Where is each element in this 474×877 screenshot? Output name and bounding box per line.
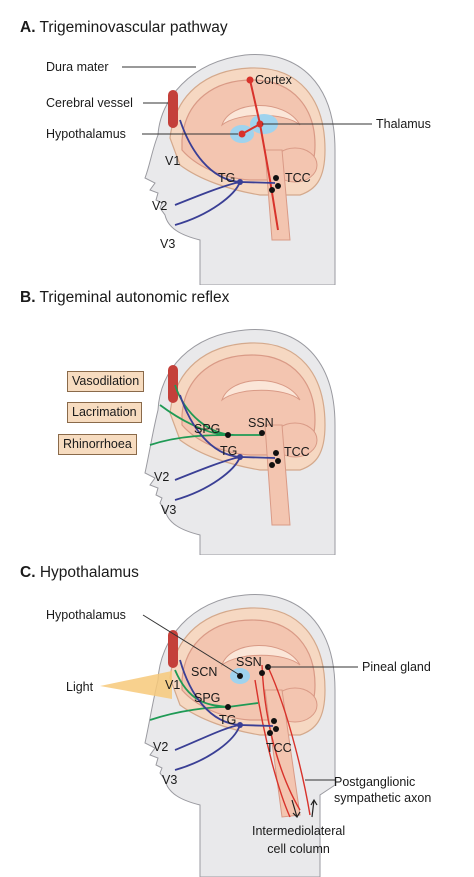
tcc-node-1 bbox=[273, 175, 279, 181]
panel-a: A. Trigeminovascular pathway bbox=[0, 0, 474, 285]
ssn-label: SSN bbox=[248, 416, 274, 430]
corpus-callosum bbox=[221, 380, 301, 402]
tg-label: TG bbox=[220, 444, 238, 458]
tg-to-tcc bbox=[239, 456, 276, 459]
v1-label: V1 bbox=[165, 678, 181, 692]
tcc-node-3 bbox=[269, 187, 275, 193]
tcc-node-1 bbox=[273, 450, 279, 456]
v3-nerve bbox=[174, 181, 241, 226]
corpus-callosum bbox=[221, 105, 301, 127]
panel-c-letter: C. bbox=[20, 564, 36, 581]
spg-label: SPG bbox=[194, 422, 221, 436]
v1-nerve bbox=[179, 659, 241, 726]
hypothalamus-label: Hypothalamus bbox=[46, 127, 126, 141]
tg-to-tcc bbox=[239, 181, 276, 184]
postganglionic-label: Postganglionic sympathetic axon bbox=[334, 775, 432, 806]
intermediolateral-arrow-up bbox=[310, 798, 318, 818]
v3-label: V3 bbox=[162, 773, 178, 787]
light-beam bbox=[100, 671, 172, 699]
ssn-node bbox=[259, 430, 265, 436]
cerebral-vessel bbox=[168, 630, 178, 668]
hypothalamus-node bbox=[238, 130, 246, 138]
panel-b-letter: B. bbox=[20, 289, 36, 306]
cortex-label: Cortex bbox=[255, 73, 292, 87]
v1-nerve bbox=[179, 119, 241, 183]
v3-nerve bbox=[174, 724, 241, 771]
tg-node bbox=[237, 722, 243, 728]
lacrimation-box: Lacrimation bbox=[67, 402, 142, 423]
scn-label: SCN bbox=[191, 665, 218, 679]
hypothalamus-label: Hypothalamus bbox=[46, 608, 126, 622]
v2-label: V2 bbox=[154, 470, 170, 484]
panel-b-title: B. Trigeminal autonomic reflex bbox=[20, 289, 229, 307]
red-sympathetic bbox=[254, 664, 311, 818]
green-to-box bbox=[159, 404, 226, 436]
thalamus-label: Thalamus bbox=[376, 117, 431, 131]
v3-label: V3 bbox=[160, 237, 176, 251]
tcc-label: TCC bbox=[284, 445, 310, 459]
tg-node bbox=[237, 454, 243, 460]
v2-label: V2 bbox=[152, 199, 168, 213]
panel-b: B. Trigeminal autonomic reflex Vasodilat… bbox=[0, 285, 474, 555]
panel-b-title-text: Trigeminal autonomic reflex bbox=[39, 289, 230, 306]
panel-c-illustration bbox=[100, 594, 358, 877]
cortex-node bbox=[246, 76, 254, 84]
v3-nerve bbox=[174, 456, 241, 501]
vasodilation-box: Vasodilation bbox=[67, 371, 145, 392]
cerebral-vessel bbox=[168, 90, 178, 128]
hypothalamus-leader bbox=[142, 614, 239, 675]
tcc-node-2 bbox=[275, 183, 281, 189]
panel-a-illustration bbox=[122, 54, 372, 285]
brainstem bbox=[264, 149, 291, 241]
spg-node bbox=[225, 432, 231, 438]
v3-label: V3 bbox=[161, 503, 177, 517]
rhinorrhoea-box: Rhinorrhoea bbox=[58, 434, 137, 455]
tg-label: TG bbox=[218, 171, 236, 185]
panel-a-title: A. Trigeminovascular pathway bbox=[20, 19, 228, 37]
panel-c-title: C. Hypothalamus bbox=[20, 564, 139, 582]
intermediolateral-arrow-down bbox=[291, 799, 301, 818]
v1-nerve bbox=[179, 394, 241, 458]
scn-node bbox=[237, 673, 243, 679]
ssn-label: SSN bbox=[236, 655, 262, 669]
thalamus-node bbox=[256, 120, 264, 128]
panel-a-title-text: Trigeminovascular pathway bbox=[39, 19, 228, 36]
dura-mater-label: Dura mater bbox=[46, 60, 109, 74]
tg-node bbox=[237, 179, 243, 185]
tcc-node-2 bbox=[273, 726, 279, 732]
tcc-label: TCC bbox=[266, 741, 292, 755]
spg-node bbox=[225, 704, 231, 710]
intermediolateral-label: Intermediolateral cell column bbox=[252, 824, 346, 856]
tcc-node-3 bbox=[267, 730, 273, 736]
cerebral-vessel bbox=[168, 365, 178, 403]
v1-label: V1 bbox=[165, 154, 181, 168]
tcc-label: TCC bbox=[285, 171, 311, 185]
v2-label: V2 bbox=[153, 740, 169, 754]
corpus-callosum bbox=[221, 645, 301, 667]
ssn-node bbox=[259, 670, 265, 676]
brainstem bbox=[264, 424, 291, 526]
tg-to-tcc bbox=[239, 724, 274, 727]
panel-c-title-text: Hypothalamus bbox=[39, 564, 139, 581]
panel-b-illustration bbox=[144, 329, 336, 555]
panel-a-letter: A. bbox=[20, 19, 36, 36]
cerebral-vessel-label: Cerebral vessel bbox=[46, 96, 133, 110]
light-label: Light bbox=[66, 680, 94, 694]
panel-c: C. Hypothalamus bbox=[0, 555, 474, 877]
v2-nerve bbox=[174, 181, 241, 206]
tg-label: TG bbox=[219, 713, 237, 727]
v2-nerve bbox=[174, 456, 241, 481]
tcc-node-2 bbox=[275, 458, 281, 464]
tcc-node-3 bbox=[269, 462, 275, 468]
v2-nerve bbox=[174, 724, 241, 751]
tcc-node-1 bbox=[271, 718, 277, 724]
spg-label: SPG bbox=[194, 691, 221, 705]
pineal-gland-label: Pineal gland bbox=[362, 660, 431, 674]
